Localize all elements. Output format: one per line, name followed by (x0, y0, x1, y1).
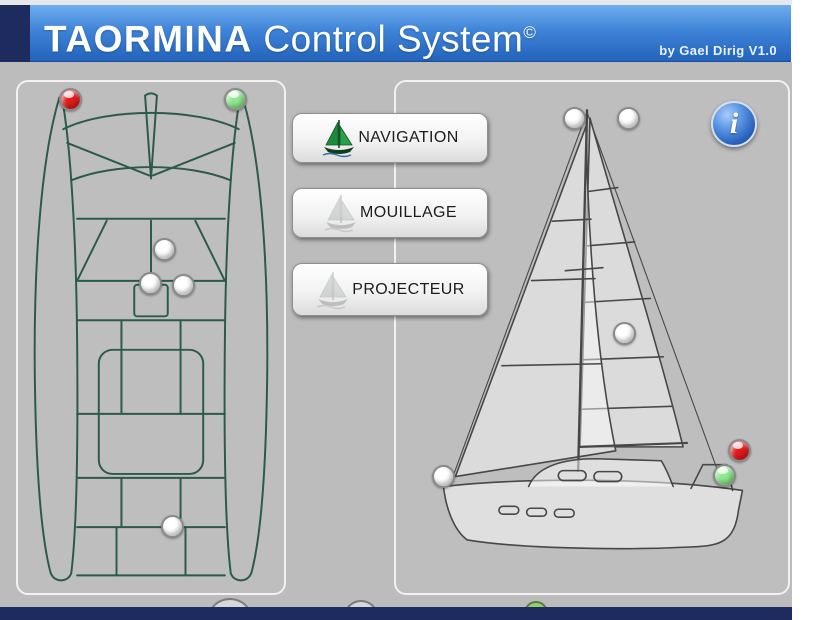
catamaran-top-view-drawing (33, 92, 269, 582)
sailboat-icon-faded (323, 193, 359, 233)
profile-sail-led[interactable] (613, 322, 636, 345)
profile-masthead-port-led[interactable] (563, 107, 586, 130)
version-subtitle: by Gael Dirig V1.0 (659, 43, 777, 58)
info-icon: i (729, 107, 739, 140)
info-button[interactable]: i (711, 101, 757, 147)
deck-view-panel (16, 80, 286, 595)
bottom-bar (0, 607, 792, 620)
copyright-symbol: © (523, 23, 537, 42)
header-corner-block (0, 5, 30, 62)
title-bar: TAORMINA Control System© by Gael Dirig V… (30, 5, 791, 62)
profile-stern-green-led[interactable] (713, 464, 736, 487)
page-title: TAORMINA Control System© (44, 8, 536, 64)
deck-mast-port-led[interactable] (139, 272, 162, 295)
deck-stern-led[interactable] (161, 515, 184, 538)
top-strip (0, 0, 792, 5)
deck-mast-top-led[interactable] (153, 238, 176, 261)
navigation-button-label: NAVIGATION (358, 129, 459, 146)
deck-mast-starboard-led[interactable] (172, 274, 195, 297)
projecteur-button[interactable]: PROJECTEUR (292, 263, 488, 316)
deck-port-bow-led[interactable] (59, 88, 82, 111)
right-gutter (792, 0, 817, 620)
projecteur-button-label: PROJECTEUR (352, 280, 465, 298)
sailboat-icon-faded (315, 270, 351, 310)
profile-bow-led[interactable] (432, 465, 455, 488)
profile-masthead-starboard-led[interactable] (617, 107, 640, 130)
mouillage-button-label: MOUILLAGE (360, 204, 457, 221)
profile-stern-red-led[interactable] (728, 439, 751, 462)
title-brand: TAORMINA (44, 18, 253, 60)
profile-view-panel: i (394, 80, 790, 595)
command-button-column: NAVIGATION MOUILLAGE (292, 113, 488, 316)
sailboat-profile-drawing (442, 109, 744, 550)
navigation-button[interactable]: NAVIGATION (292, 113, 488, 163)
mouillage-button[interactable]: MOUILLAGE (292, 188, 488, 238)
sailboat-icon (321, 118, 357, 158)
deck-starboard-bow-led[interactable] (224, 88, 247, 111)
title-suffix: Control System (252, 18, 524, 60)
